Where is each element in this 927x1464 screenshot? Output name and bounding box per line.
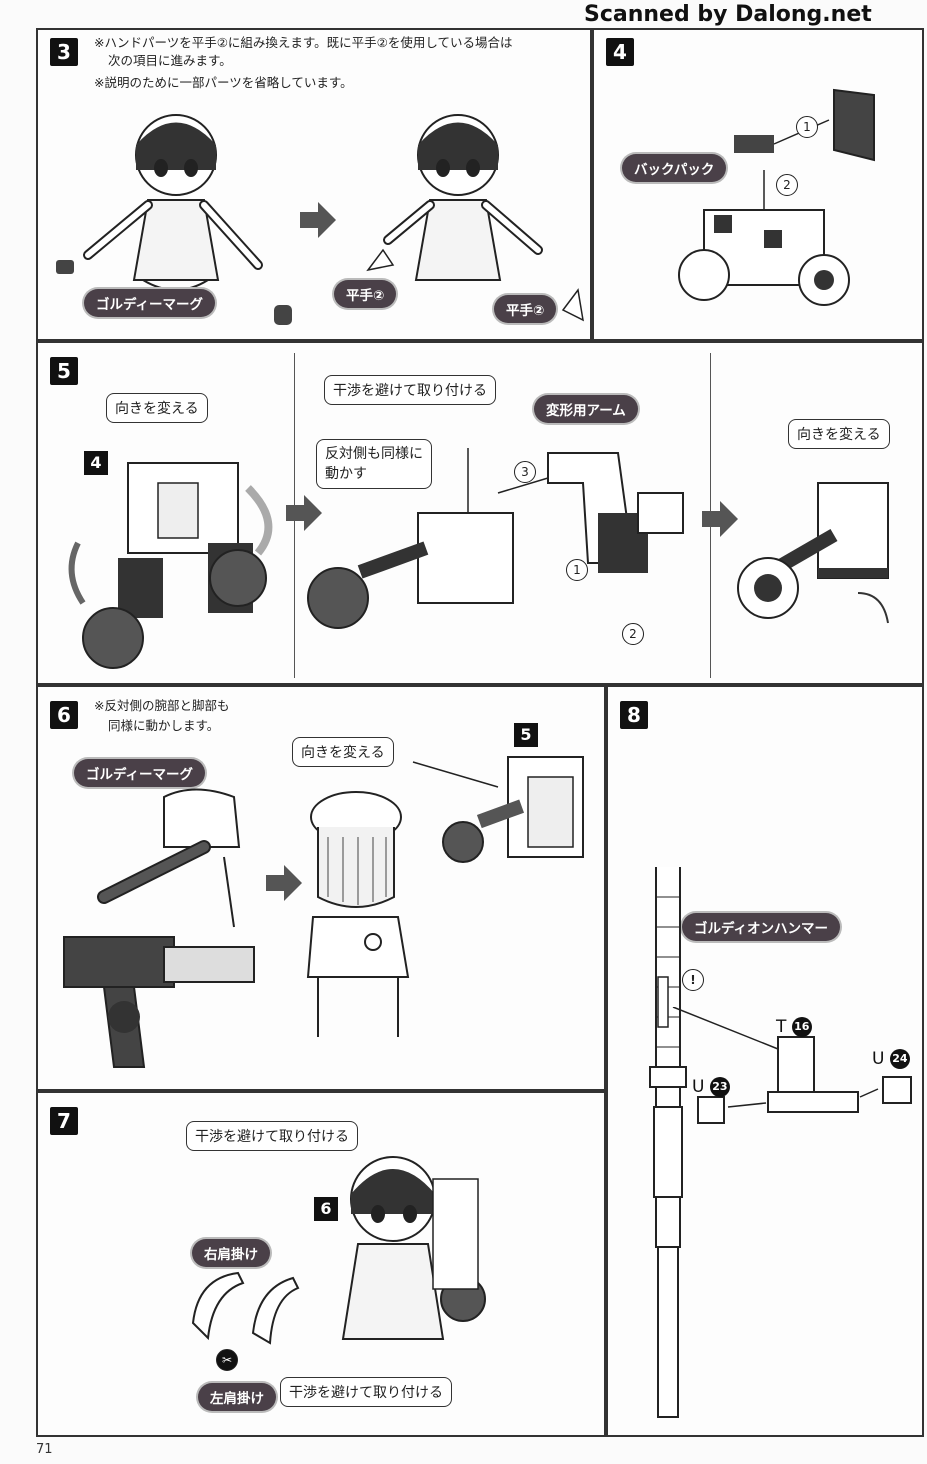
left-shoulder-label: 左肩掛け <box>198 1383 276 1411</box>
step-5-panel: 5 向きを変える 4 干渉を避けて取り付ける 変形用アーム 反対側も同様に 動か… <box>36 341 924 685</box>
step-number: 8 <box>620 701 648 729</box>
part-letter: T <box>776 1017 787 1037</box>
step-note: ※反対側の腕部と脚部も <box>94 698 230 713</box>
step-6-panel: 6 ※反対側の腕部と脚部も 同様に動かします。 ゴルディーマーグ 向きを変える … <box>36 685 606 1091</box>
figure-illustration <box>341 1156 486 1340</box>
right-shoulder-label: 右肩掛け <box>192 1239 270 1267</box>
caution-icon: ! <box>682 969 704 991</box>
step-reference: 4 <box>84 451 108 475</box>
part-letter: U <box>872 1049 885 1069</box>
step-reference: 6 <box>314 1197 338 1221</box>
part-number: 23 <box>709 1077 730 1097</box>
backpack-label: バックパック <box>622 154 727 182</box>
part-t-label: T 16 <box>776 1017 812 1037</box>
hammer-label: ゴルディオンハンマー <box>682 913 841 941</box>
next-arrow-icon <box>266 865 302 901</box>
order-marker: 1 <box>796 116 818 138</box>
instruction-callout: 向きを変える <box>788 419 890 449</box>
step-number: 3 <box>50 38 78 66</box>
step-note: ※説明のために一部パーツを省略しています。 <box>94 75 353 90</box>
order-marker: 3 <box>514 461 536 483</box>
step-reference: 5 <box>514 723 538 747</box>
part-number: 24 <box>889 1049 910 1069</box>
instruction-callout: 向きを変える <box>292 737 394 767</box>
part-u-label: U 24 <box>872 1049 910 1069</box>
instruction-callout: 干渉を避けて取り付ける <box>324 375 496 405</box>
detail-illustration <box>412 756 584 863</box>
instruction-callout: 向きを変える <box>106 393 208 423</box>
order-marker: 2 <box>622 623 644 645</box>
figure-back-illustration <box>306 791 410 1037</box>
instruction-callout: 干渉を避けて取り付ける <box>186 1121 358 1151</box>
step-note: ※ハンドパーツを平手②に組み換えます。既に平手②を使用している場合は <box>94 35 513 50</box>
step-number: 4 <box>606 38 634 66</box>
character-label: ゴルディーマーグ <box>84 289 216 317</box>
next-arrow-icon <box>702 501 738 537</box>
figure-illustration <box>366 114 584 322</box>
assembled-part-illustration <box>737 482 889 624</box>
step-note: 次の項目に進みます。 <box>108 53 232 68</box>
step-8-panel: 8 ゴルディオンハンマー ! T 16 U 23 U 24 <box>606 685 924 1437</box>
step-number: 6 <box>50 701 78 729</box>
hammer-handle-illustration <box>649 867 687 1418</box>
arm-assembly-illustration <box>307 448 684 629</box>
hand-part-label: 平手② <box>334 280 397 308</box>
next-arrow-icon <box>286 495 322 531</box>
instruction-callout: 反対側も同様に 動かす <box>316 439 432 489</box>
arm-part-label: 変形用アーム <box>534 395 638 423</box>
figure-illustration <box>63 788 255 1068</box>
step-number: 7 <box>50 1107 78 1135</box>
instruction-callout: 干渉を避けて取り付ける <box>280 1377 452 1407</box>
page-number: 71 <box>36 1442 53 1457</box>
step-note: 同様に動かします。 <box>108 718 220 733</box>
part-number: 16 <box>791 1017 812 1037</box>
shoulder-parts-illustration <box>191 1271 300 1345</box>
robot-base-illustration <box>68 462 273 669</box>
order-marker: 2 <box>776 174 798 196</box>
figure-illustration <box>56 114 292 325</box>
callout-line: 反対側も同様に <box>325 446 423 462</box>
order-marker: 1 <box>566 559 588 581</box>
next-arrow-icon <box>300 202 336 238</box>
part-attach-illustration <box>672 1007 912 1124</box>
step-3-panel: 3 ※ハンドパーツを平手②に組み換えます。既に平手②を使用している場合は 次の項… <box>36 28 592 341</box>
part-letter: U <box>692 1077 705 1097</box>
watermark: Scanned by Dalong.net <box>584 2 872 27</box>
backpack-illustration <box>678 88 875 306</box>
hand-part-label: 平手② <box>494 295 557 323</box>
part-u-label: U 23 <box>692 1077 730 1097</box>
gate-cut-icon: ✂ <box>216 1349 238 1371</box>
character-label: ゴルディーマーグ <box>74 759 206 787</box>
callout-line: 動かす <box>325 466 367 482</box>
step-number: 5 <box>50 357 78 385</box>
step-4-panel: 4 バックパック 1 2 <box>592 28 924 341</box>
step-7-panel: 7 干渉を避けて取り付ける 6 右肩掛け ✂ 左肩掛け 干渉を避けて取り付ける <box>36 1091 606 1437</box>
